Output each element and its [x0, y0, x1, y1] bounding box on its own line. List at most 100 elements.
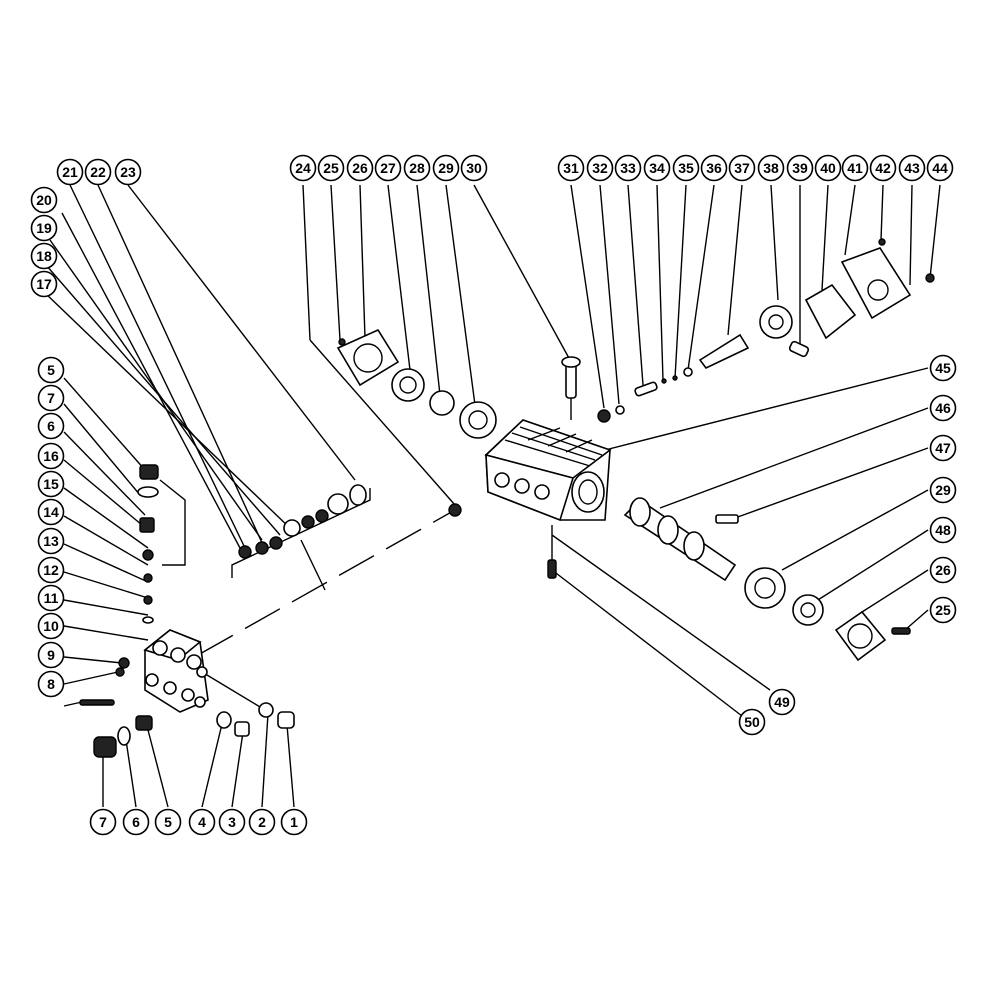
svg-text:29: 29 [935, 482, 951, 498]
svg-text:2: 2 [258, 814, 266, 830]
svg-text:45: 45 [935, 360, 951, 376]
callout-26: 26 [929, 556, 957, 584]
callout-20: 20 [30, 186, 58, 214]
callout-9: 9 [37, 641, 65, 669]
callout-17: 17 [30, 270, 58, 298]
callout-42: 42 [869, 154, 897, 182]
callout-29: 29 [432, 154, 460, 182]
svg-text:4: 4 [198, 814, 206, 830]
plug-set-part [79, 657, 295, 758]
svg-text:31: 31 [563, 160, 579, 176]
callout-28: 28 [403, 154, 431, 182]
svg-text:26: 26 [935, 562, 951, 578]
svg-text:8: 8 [47, 676, 55, 692]
svg-text:10: 10 [43, 618, 59, 634]
callout-27: 27 [374, 154, 402, 182]
callout-10: 10 [37, 612, 65, 640]
callout-30: 30 [460, 154, 488, 182]
callout-12: 12 [37, 556, 65, 584]
callout-14: 14 [37, 498, 65, 526]
svg-text:27: 27 [380, 160, 396, 176]
svg-text:40: 40 [820, 160, 836, 176]
valve-stack-part [137, 464, 159, 624]
callout-45: 45 [929, 354, 957, 382]
svg-text:47: 47 [935, 440, 951, 456]
callout-19: 19 [30, 214, 58, 242]
svg-text:36: 36 [706, 160, 722, 176]
pump-head-manifold-part [143, 629, 209, 713]
right-bearing-cover-part [547, 559, 911, 662]
svg-text:21: 21 [62, 164, 78, 180]
svg-text:11: 11 [44, 590, 59, 606]
svg-text:38: 38 [763, 160, 779, 176]
svg-text:24: 24 [295, 160, 311, 176]
callout-41: 41 [841, 154, 869, 182]
callout-25: 25 [929, 596, 957, 624]
callout-4: 4 [188, 808, 216, 836]
svg-text:5: 5 [164, 814, 172, 830]
rear-cover-part [804, 238, 935, 340]
svg-text:13: 13 [43, 533, 59, 549]
svg-text:9: 9 [47, 647, 55, 663]
callout-44: 44 [926, 154, 954, 182]
callout-11: 11 [37, 584, 65, 612]
callout-23: 23 [114, 158, 142, 186]
callout-29: 29 [929, 476, 957, 504]
crankshaft-part [623, 497, 739, 582]
crankcase-part [484, 419, 612, 522]
svg-text:33: 33 [620, 160, 636, 176]
svg-text:16: 16 [43, 448, 59, 464]
svg-text:29: 29 [438, 160, 454, 176]
left-bearing-cover-part [336, 328, 497, 439]
svg-text:12: 12 [43, 562, 59, 578]
svg-text:18: 18 [36, 248, 52, 264]
callout-18: 18 [30, 242, 58, 270]
callout-8: 8 [37, 670, 65, 698]
callout-48: 48 [929, 516, 957, 544]
callout-24: 24 [289, 154, 317, 182]
callout-33: 33 [614, 154, 642, 182]
callout-6: 6 [37, 412, 65, 440]
callout-5: 5 [154, 808, 182, 836]
callout-31: 31 [557, 154, 585, 182]
svg-text:23: 23 [120, 164, 136, 180]
svg-text:3: 3 [228, 814, 236, 830]
svg-text:37: 37 [734, 160, 750, 176]
callout-7: 7 [37, 384, 65, 412]
svg-text:20: 20 [36, 192, 52, 208]
callout-49: 49 [768, 688, 796, 716]
callout-25: 25 [317, 154, 345, 182]
callout-6: 6 [122, 808, 150, 836]
pump-parts [79, 238, 935, 758]
svg-text:44: 44 [932, 160, 948, 176]
callout-37: 37 [728, 154, 756, 182]
callout-5: 5 [37, 356, 65, 384]
svg-text:1: 1 [290, 814, 298, 830]
svg-text:25: 25 [323, 160, 339, 176]
callout-40: 40 [814, 154, 842, 182]
svg-text:26: 26 [352, 160, 368, 176]
callout-26: 26 [346, 154, 374, 182]
callout-1: 1 [280, 808, 308, 836]
callout-7: 7 [89, 808, 117, 836]
callout-43: 43 [898, 154, 926, 182]
svg-text:14: 14 [43, 504, 59, 520]
seal-kit-part [238, 484, 462, 559]
callout-21: 21 [56, 158, 84, 186]
callout-16: 16 [37, 442, 65, 470]
svg-text:19: 19 [36, 220, 52, 236]
svg-text:39: 39 [792, 160, 808, 176]
callout-32: 32 [586, 154, 614, 182]
callout-13: 13 [37, 527, 65, 555]
svg-text:46: 46 [935, 400, 951, 416]
callout-22: 22 [84, 158, 112, 186]
callout-36: 36 [700, 154, 728, 182]
svg-text:50: 50 [744, 714, 760, 730]
svg-text:30: 30 [466, 160, 482, 176]
callout-bubbles: 1 2 3 4 5 6 7 5 6 7 8 9 10 11 12 13 14 1… [30, 154, 957, 836]
svg-text:34: 34 [649, 160, 665, 176]
callout-39: 39 [786, 154, 814, 182]
svg-text:6: 6 [132, 814, 140, 830]
svg-text:35: 35 [678, 160, 694, 176]
